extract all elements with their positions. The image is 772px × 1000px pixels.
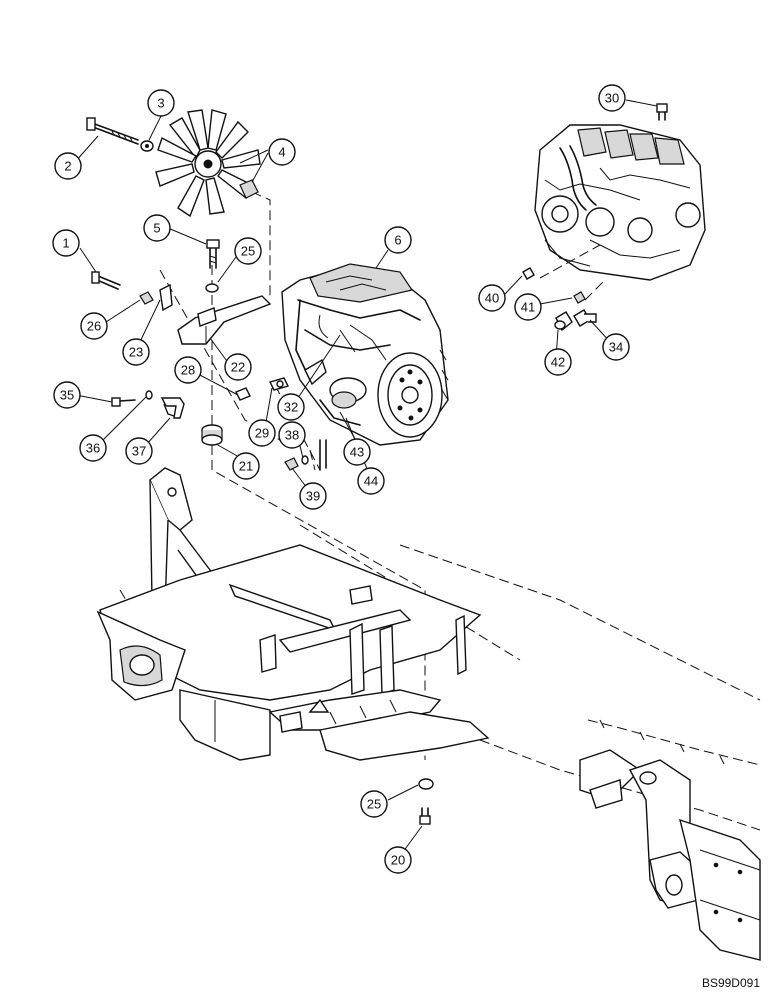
- callout-4: 4: [268, 138, 296, 166]
- callout-26: 26: [80, 312, 108, 340]
- washer-38: [301, 455, 309, 465]
- callout-3: 3: [147, 89, 175, 117]
- nut-26: [139, 291, 154, 305]
- svg-text:6: 6: [394, 233, 401, 248]
- svg-text:39: 39: [306, 489, 320, 504]
- svg-text:36: 36: [86, 441, 100, 456]
- svg-text:2: 2: [64, 159, 71, 174]
- washer-25-top: [205, 283, 219, 293]
- bolt-2: [86, 117, 139, 145]
- svg-text:23: 23: [129, 345, 143, 360]
- svg-text:21: 21: [239, 459, 253, 474]
- svg-text:32: 32: [284, 400, 298, 415]
- callout-2: 2: [54, 152, 82, 180]
- fitting-41: [573, 291, 586, 304]
- callout-36: 36: [79, 434, 107, 462]
- svg-text:44: 44: [364, 474, 378, 489]
- callout-1: 1: [52, 229, 80, 257]
- svg-text:4: 4: [278, 145, 285, 160]
- svg-text:20: 20: [391, 853, 405, 868]
- svg-text:3: 3: [157, 96, 164, 111]
- callout-6: 6: [384, 226, 412, 254]
- fitting-28: [235, 387, 251, 401]
- plug-30: [656, 103, 668, 121]
- svg-text:1: 1: [62, 236, 69, 251]
- callout-43: 43: [343, 438, 371, 466]
- svg-text:5: 5: [153, 221, 160, 236]
- callout-44: 44: [357, 467, 385, 495]
- callout-22: 22: [224, 353, 252, 381]
- fan-spacer: [239, 179, 259, 199]
- bolt-5: [206, 239, 220, 269]
- callout-28: 28: [174, 356, 202, 384]
- callout-5: 5: [143, 214, 171, 242]
- callout-42: 42: [544, 348, 572, 376]
- adapter-42: [554, 311, 573, 332]
- bolt-35: [111, 397, 136, 407]
- callout-40: 40: [478, 284, 506, 312]
- callout-39: 39: [299, 482, 327, 510]
- svg-text:42: 42: [551, 355, 565, 370]
- svg-text:41: 41: [521, 300, 535, 315]
- callout-38: 38: [278, 421, 306, 449]
- svg-text:40: 40: [485, 291, 499, 306]
- callout-20: 20: [384, 846, 412, 874]
- chassis-frame: [96, 467, 761, 961]
- svg-text:25: 25: [367, 797, 381, 812]
- bolt-1: [91, 271, 121, 290]
- mount-bracket-22: [177, 295, 272, 345]
- svg-text:25: 25: [241, 244, 255, 259]
- svg-text:30: 30: [605, 91, 619, 106]
- drawing-code: BS99D091: [701, 976, 760, 990]
- svg-text:29: 29: [255, 426, 269, 441]
- svg-text:22: 22: [231, 360, 245, 375]
- engine-6: [281, 263, 449, 471]
- callout-29: 29: [248, 419, 276, 447]
- callout-34: 34: [602, 333, 630, 361]
- svg-text:26: 26: [87, 319, 101, 334]
- callout-41: 41: [514, 293, 542, 321]
- nut-39: [284, 457, 299, 471]
- bolt-20: [419, 807, 431, 825]
- callout-21: 21: [232, 452, 260, 480]
- svg-text:28: 28: [181, 363, 195, 378]
- callout-32: 32: [277, 393, 305, 421]
- washer-36: [145, 390, 153, 400]
- bracket-23: [159, 283, 173, 312]
- svg-text:38: 38: [285, 428, 299, 443]
- callout-37: 37: [125, 437, 153, 465]
- callout-25-top: 25: [234, 237, 262, 265]
- svg-text:34: 34: [609, 340, 623, 355]
- nut-40: [522, 267, 535, 280]
- sensor-29: [268, 377, 290, 391]
- callout-30: 30: [598, 84, 626, 112]
- isolator-21: [201, 424, 223, 446]
- bracket-37: [160, 397, 185, 419]
- callout-23: 23: [122, 338, 150, 366]
- cooling-fan: [155, 109, 261, 218]
- svg-text:37: 37: [132, 444, 146, 459]
- washer-25-bottom: [418, 778, 434, 790]
- svg-text:43: 43: [350, 445, 364, 460]
- washer-3: [140, 140, 154, 152]
- svg-text:35: 35: [60, 388, 74, 403]
- engine-detail-view: [534, 124, 706, 281]
- callout-35: 35: [53, 381, 81, 409]
- callout-25-bottom: 25: [360, 790, 388, 818]
- leader-lines: [67, 99, 658, 857]
